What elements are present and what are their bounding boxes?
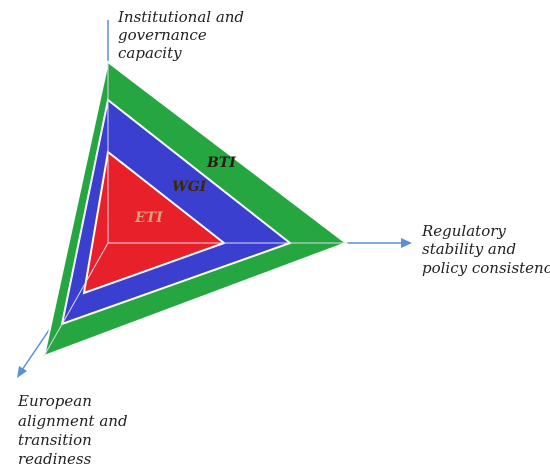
eti-label: ETI [134,210,163,226]
axis-right-arrowhead [401,238,412,248]
axis-label-bottom-left-line-3: transition [18,431,92,449]
axis-label-bottom-left-line-1: European [17,392,92,410]
axis-label-right: Regulatory stability and policy consiste… [421,222,550,277]
axis-label-top-line-3: capacity [118,44,182,62]
eti-triangle [82,150,227,295]
inner-axes [43,62,346,357]
axis-label-right-line-1: Regulatory [421,222,506,240]
axis-label-bottom-left: European alignment and transition readin… [17,392,132,468]
axis-label-bottom-left-line-2: alignment and [18,412,128,430]
axis-label-right-line-2: stability and [422,240,516,258]
axis-bottom-left-arrowhead [17,366,27,378]
axis-label-bottom-left-line-4: readiness [18,450,92,468]
index-triangles [42,60,349,358]
bti-label: BTI [206,155,236,171]
axis-label-top: Institutional and governance capacity [117,8,249,62]
axis-label-top-line-1: Institutional and [117,8,244,26]
axis-label-top-line-2: governance [118,26,207,44]
axis-label-right-line-3: policy consistency [422,259,550,277]
inner-axis-bottom-left [43,242,109,357]
wgi-label: WGI [172,179,207,195]
